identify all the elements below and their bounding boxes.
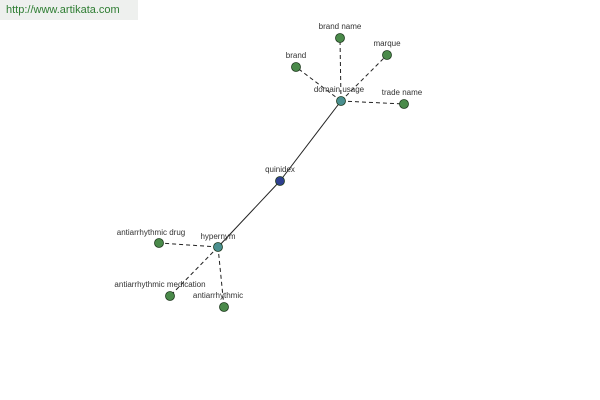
relation-node-domain-usage[interactable] xyxy=(336,96,346,106)
term-node-brand-name[interactable] xyxy=(335,33,345,43)
edge-hypernym-antiarrhythmic-medication xyxy=(169,246,219,297)
edge-domain-usage-trade-name xyxy=(340,100,405,105)
graph-nodes xyxy=(154,33,409,312)
term-label-antiarrhythmic[interactable]: antiarrhythmic xyxy=(193,291,243,300)
term-node-trade-name[interactable] xyxy=(399,99,409,109)
source-url-link[interactable]: http://www.artikata.com xyxy=(0,0,138,20)
term-node-antiarrhythmic-medication[interactable] xyxy=(165,291,175,301)
relation-node-hypernym[interactable] xyxy=(213,242,223,252)
term-label-marque[interactable]: marque xyxy=(373,39,401,48)
edge-domain-usage-brand-name xyxy=(339,37,342,102)
term-label-brand-name[interactable]: brand name xyxy=(319,22,362,31)
term-label-brand[interactable]: brand xyxy=(286,51,306,60)
graph-edges xyxy=(158,37,405,308)
term-label-trade-name[interactable]: trade name xyxy=(382,88,423,97)
term-node-antiarrhythmic-drug[interactable] xyxy=(154,238,164,248)
edge-hypernym-antiarrhythmic xyxy=(217,246,225,308)
relation-label-domain-usage[interactable]: domain usage xyxy=(314,85,365,94)
edge-domain-usage-marque xyxy=(340,54,388,102)
term-label-antiarrhythmic-drug[interactable]: antiarrhythmic drug xyxy=(117,228,185,237)
term-label-antiarrhythmic-medication[interactable]: antiarrhythmic medication xyxy=(114,280,205,289)
term-node-brand[interactable] xyxy=(291,62,301,72)
center-node-quinidex[interactable] xyxy=(275,176,285,186)
edge-domain-usage-brand xyxy=(295,66,342,102)
center-label-quinidex[interactable]: quinidex xyxy=(265,165,295,174)
relation-label-hypernym[interactable]: hypernym xyxy=(200,232,235,241)
edge-quinidex-domain-usage xyxy=(279,100,342,182)
graph-labels: quinidex domain usage brand name brand marqu… xyxy=(114,22,422,300)
edge-hypernym-antiarrhythmic-drug xyxy=(158,242,219,248)
term-node-marque[interactable] xyxy=(382,50,392,60)
term-node-antiarrhythmic[interactable] xyxy=(219,302,229,312)
edge-quinidex-hypernym xyxy=(217,180,281,248)
